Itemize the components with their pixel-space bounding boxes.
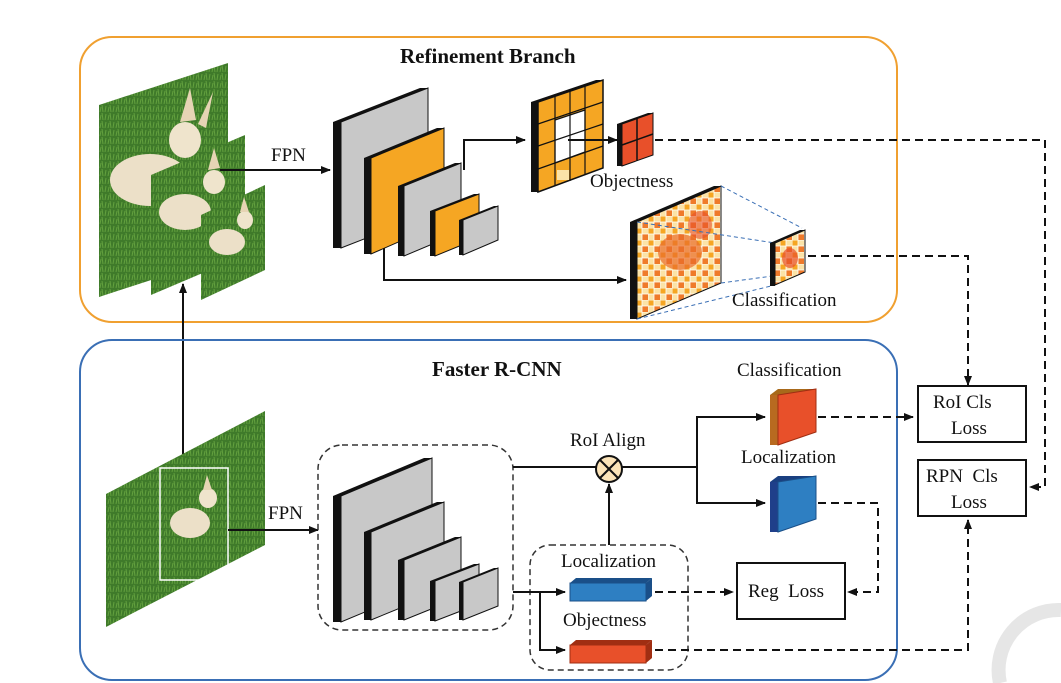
fpn-label-top: FPN [271,145,306,166]
fpn-label-bottom: FPN [268,503,303,524]
classification-branch-arrow [383,248,627,284]
objectness-label-top: Objectness [590,171,674,192]
watermark-arc [991,602,1061,683]
roi-cls-loss-box [917,385,1027,443]
input-image [106,411,265,627]
fpn-feature-stack-bottom [333,457,499,623]
localization-head-label: Localization [741,447,836,468]
classification-heatmap [630,185,722,320]
roi-cls-loss-line2: Loss [951,418,987,439]
localization-head-block [770,475,817,533]
dog-image-small [201,185,265,300]
roi-align-operator [595,455,623,483]
roi-to-classification-head [696,413,766,467]
heatmap-projection-1 [636,221,776,244]
rpn-cls-loss-box [917,459,1027,517]
rpn-localization-bar [569,578,652,602]
objectness-grid [531,78,604,194]
rpn-objectness-label: Objectness [563,610,647,631]
refinement-branch-title: Refinement Branch [400,44,576,68]
image-pyramid [99,63,265,300]
dashed-classification-to-roi-loss [808,255,972,386]
reg-loss-box [736,562,846,620]
dashed-objectness-to-rpn-loss [655,139,1046,491]
faster-rcnn-box [79,339,898,681]
objectness-branch-arrow [463,136,526,170]
roi-cls-loss-line1: RoI Cls [933,392,992,413]
classification-output [770,229,806,286]
roi-to-localization-head [696,467,766,507]
classification-label-top: Classification [732,290,837,311]
rpn-localization-label: Localization [561,551,656,572]
backbone-dashed-box [317,444,514,631]
rpn-cls-loss-line1: RPN Cls [926,466,998,487]
backbone-to-rpn-objectness [539,592,566,654]
refinement-branch-box [79,36,898,323]
heatmap-projection-2 [720,185,803,229]
rpn-objectness-bar [569,640,652,664]
faster-rcnn-title: Faster R-CNN [432,357,562,381]
objectness-output [617,112,654,167]
dashed-rpn-obj-to-rpn-loss [655,519,972,651]
rpn-cls-loss-line2: Loss [951,492,987,513]
classification-head-label: Classification [737,360,842,381]
rpn-dashed-box [529,544,689,671]
classification-head-block [770,388,817,446]
reg-loss-label: Reg Loss [748,581,824,602]
dashed-loc-head-to-reg-loss [818,502,879,596]
heatmap-projection-3 [636,284,776,320]
fpn-feature-stack-top [333,87,499,257]
roi-align-label: RoI Align [570,430,646,451]
